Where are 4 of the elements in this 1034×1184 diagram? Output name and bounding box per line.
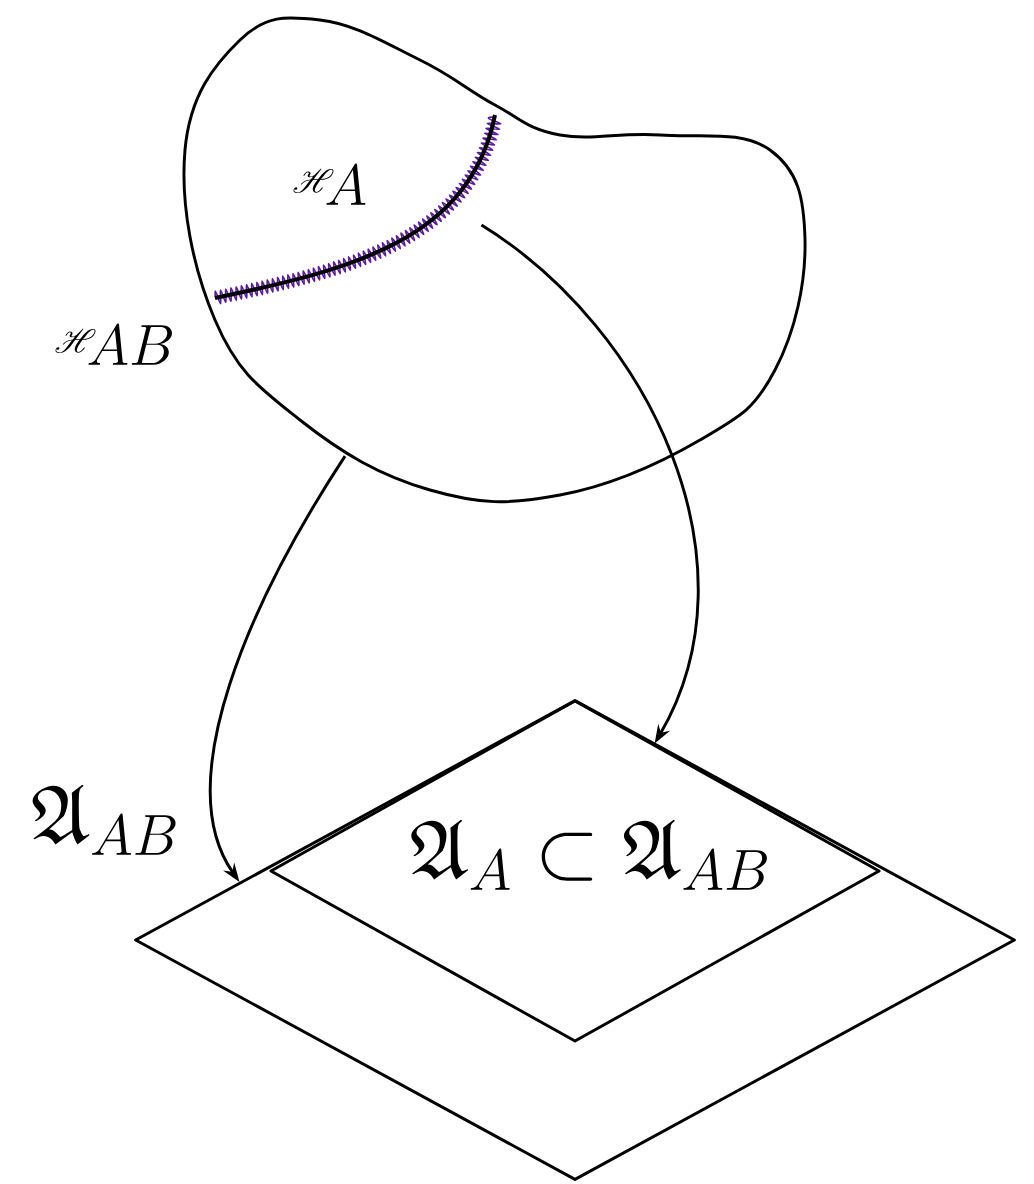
region-label: $\mathscr{H}_{AB}$ <box>55 323 172 365</box>
rhombus-label: $\mathfrak{A}_{AB}$ <box>32 784 176 855</box>
region-label: $\mathscr{H}_A$ <box>293 163 366 205</box>
rhombus-box: $\mathfrak{A}_A \subset \mathfrak{A}_{AB}$ <box>269 699 881 1043</box>
